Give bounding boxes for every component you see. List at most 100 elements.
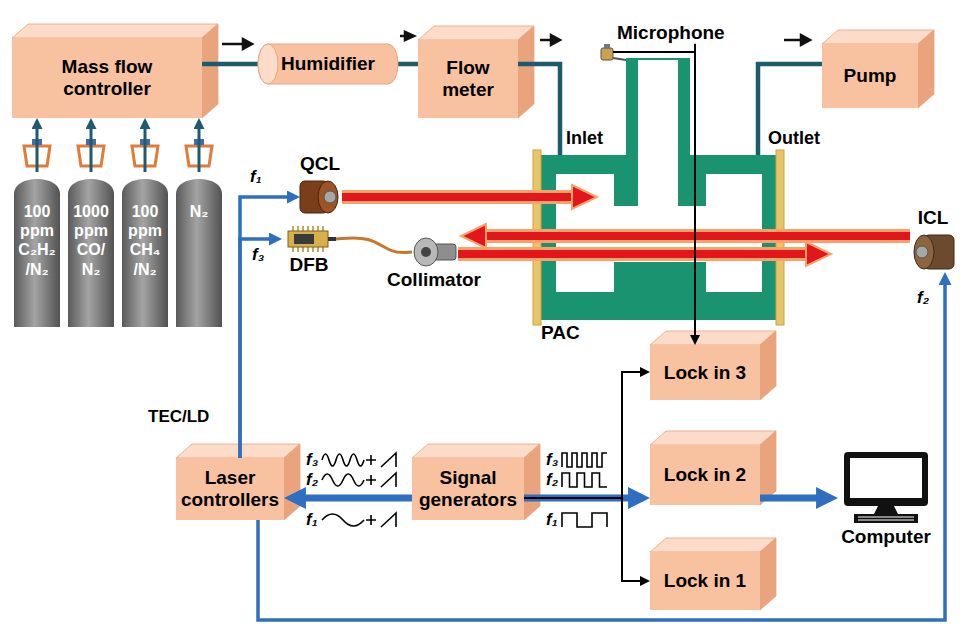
waveform-symbol — [381, 513, 396, 527]
generator-box: Signal generators — [412, 458, 524, 520]
gas-cylinder: 100 ppm C₂H₂ /N₂ — [14, 172, 60, 327]
node-outline — [297, 226, 299, 231]
node-outline — [292, 226, 294, 231]
node-outline — [302, 226, 304, 231]
waveform-symbol — [322, 474, 364, 486]
box-faces — [760, 431, 776, 505]
node-outline — [854, 514, 918, 523]
node-outline — [288, 231, 328, 247]
node-outline — [307, 247, 309, 252]
box-faces — [918, 30, 934, 108]
waveform-symbol — [366, 455, 376, 465]
node-label: 100 ppm C₂H₂ /N₂ — [16, 202, 58, 279]
box-faces — [650, 331, 776, 345]
node-outline — [412, 237, 456, 267]
port-label: Inlet — [566, 128, 603, 148]
gas-cylinder: 100 ppm CH₄ /N₂ — [122, 172, 168, 327]
controller-label: TEC/LD — [148, 407, 209, 427]
blue-connector — [258, 276, 945, 621]
node-heading: QCL — [300, 153, 340, 175]
collimator-icon: Collimator — [412, 237, 456, 267]
laser-beam — [458, 250, 810, 258]
laser-beam — [461, 224, 486, 248]
controller-box: Mass flow controller — [12, 38, 202, 118]
humidifier-cylinder: Humidifier — [258, 44, 398, 84]
laser-beam — [342, 185, 910, 266]
box-faces — [760, 538, 776, 610]
waveform-symbol — [562, 513, 607, 527]
frequency-label: f₂ — [546, 470, 558, 490]
photoacoustic-cell — [638, 60, 678, 210]
node-outline — [844, 452, 928, 506]
node-outline — [258, 44, 398, 84]
node-label: Laser controllers — [180, 467, 280, 511]
waveform-symbol — [366, 475, 376, 485]
box-faces — [524, 444, 540, 520]
node-outline — [292, 247, 294, 252]
laser-icon: ICL — [912, 232, 954, 272]
pipe-connector — [202, 62, 258, 67]
node-outline — [322, 247, 324, 252]
node-outline — [302, 247, 304, 252]
box-faces — [176, 444, 300, 458]
node-label: Signal generators — [416, 467, 520, 511]
node-outline — [300, 178, 340, 216]
box-faces — [412, 444, 540, 458]
pump-box: Pump — [822, 44, 918, 108]
frequency-label: f₃ — [252, 245, 264, 265]
valve-symbol — [32, 139, 204, 145]
node-heading: ICL — [918, 207, 949, 229]
node-outline — [858, 517, 914, 520]
lockin-box: Lock in 1 — [650, 552, 760, 610]
node-heading: Computer — [841, 526, 931, 548]
node-label: 100 ppm CH₄ /N₂ — [124, 202, 166, 279]
regulator-symbol — [24, 146, 212, 166]
blue-connector — [240, 239, 279, 458]
flow-arrow — [405, 32, 414, 40]
node-outline — [874, 506, 898, 514]
waveform-symbol — [562, 453, 607, 467]
node-outline — [328, 237, 336, 241]
gas-connector — [198, 121, 201, 172]
box-faces — [518, 26, 534, 118]
node-outline — [176, 179, 222, 327]
node-outline — [317, 247, 319, 252]
microphone-label: Microphone — [617, 22, 725, 44]
node-outline — [312, 226, 314, 231]
node-label: N₂ — [190, 202, 209, 221]
node-label: Microphone — [617, 22, 725, 44]
laser-beam — [342, 193, 576, 201]
waveform-symbol — [322, 453, 607, 527]
flow-arrow — [801, 35, 810, 45]
box-faces — [822, 30, 934, 44]
laser-beam — [572, 185, 597, 209]
node-outline — [914, 235, 934, 269]
node-outline — [297, 247, 299, 252]
laser-beam — [806, 242, 831, 266]
frequency-label: f₁ — [250, 167, 262, 187]
frequency-label: f₂ — [917, 288, 929, 308]
pipe-connector — [398, 62, 418, 67]
node-outline — [916, 246, 928, 258]
box-faces — [650, 538, 776, 552]
waveform-symbol — [366, 515, 376, 525]
frequency-label: f₁ — [306, 510, 318, 530]
microphone-symbol — [613, 58, 626, 60]
node-heading: DFB — [289, 254, 328, 276]
gas-connector — [36, 121, 39, 172]
node-outline — [122, 179, 168, 327]
node-outline — [317, 226, 319, 231]
node-outline — [307, 226, 309, 231]
box-faces — [202, 24, 218, 118]
node-label: Lock in 2 — [664, 464, 746, 486]
node-label: Lock in 3 — [664, 362, 746, 384]
node-outline — [282, 226, 336, 252]
flow-arrow — [784, 39, 802, 42]
node-outline — [324, 191, 336, 203]
node-outline — [414, 238, 438, 266]
box-faces — [760, 331, 776, 400]
waveform-symbol — [381, 453, 396, 467]
node-outline — [421, 247, 431, 257]
fiber-connector — [336, 238, 412, 253]
